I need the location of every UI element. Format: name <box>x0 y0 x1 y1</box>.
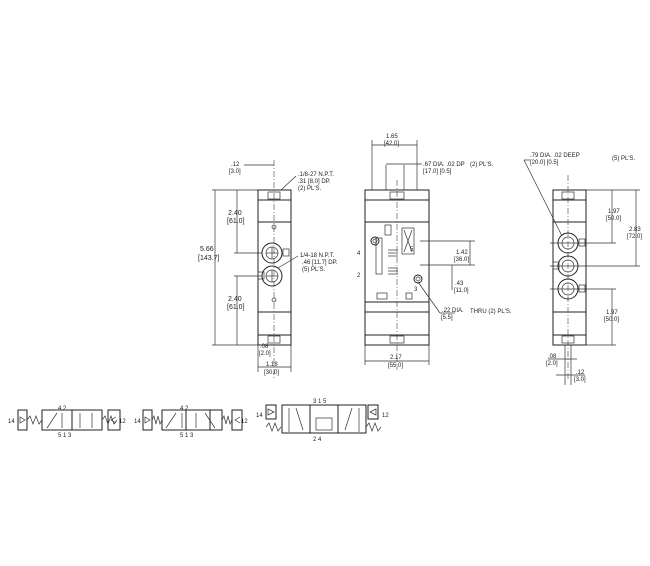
svg-text:[61.0]: [61.0] <box>227 304 245 311</box>
svg-text:4 2: 4 2 <box>180 406 189 412</box>
svg-text:THRU (2) PL'S.: THRU (2) PL'S. <box>470 309 512 315</box>
svg-text:.12: .12 <box>231 162 240 168</box>
svg-text:12: 12 <box>382 413 389 419</box>
svg-text:[20.0] [0.5]: [20.0] [0.5] <box>530 160 559 166</box>
svg-text:.22 DIA.: .22 DIA. <box>442 308 464 314</box>
svg-text:[72.0]: [72.0] <box>627 234 642 240</box>
svg-text:14: 14 <box>8 419 15 425</box>
svg-text:5: 5 <box>410 247 414 253</box>
svg-text:[61.0]: [61.0] <box>227 218 245 225</box>
svg-text:1.18: 1.18 <box>266 362 278 368</box>
mounting-hole <box>370 236 380 246</box>
svg-text:.46 [11.7] DP.: .46 [11.7] DP. <box>302 260 338 266</box>
label-plate <box>401 227 415 255</box>
svg-text:.08: .08 <box>548 354 557 360</box>
svg-text:2.40: 2.40 <box>228 210 242 217</box>
svg-text:.67 DIA. .02 DP: .67 DIA. .02 DP <box>423 162 465 168</box>
svg-text:2: 2 <box>357 273 361 279</box>
svg-text:(2) PL'S.: (2) PL'S. <box>298 186 321 192</box>
svg-text:5 1 3: 5 1 3 <box>180 433 194 439</box>
svg-text:4 2: 4 2 <box>58 406 67 412</box>
svg-text:4: 4 <box>357 251 361 257</box>
svg-text:1.42: 1.42 <box>456 250 468 256</box>
svg-text:1.97: 1.97 <box>606 310 618 316</box>
svg-text:12: 12 <box>119 419 126 425</box>
svg-text:[3.0]: [3.0] <box>229 169 241 175</box>
svg-text:3 1 5: 3 1 5 <box>313 399 327 405</box>
svg-text:[50.0]: [50.0] <box>606 216 621 222</box>
svg-text:[143.7]: [143.7] <box>198 255 219 262</box>
svg-text:(5) PL'S.: (5) PL'S. <box>612 156 635 162</box>
svg-text:[2.0]: [2.0] <box>259 351 271 357</box>
svg-text:1/4-18 N.P.T.: 1/4-18 N.P.T. <box>300 253 335 259</box>
side-view: 5.66 [143.7] 2.40 [61.0] 2.40 [61.0] .12… <box>198 160 338 380</box>
svg-text:.12: .12 <box>576 370 585 376</box>
svg-text:(2) PL'S.: (2) PL'S. <box>470 162 493 168</box>
valve-symbol-3: 14 12 3 1 5 2 4 <box>256 399 389 443</box>
svg-text:[5.5]: [5.5] <box>441 315 453 321</box>
svg-text:14: 14 <box>134 419 141 425</box>
valve-symbol-1: 14 12 4 2 5 1 3 <box>8 406 126 439</box>
svg-text:5 1 3: 5 1 3 <box>58 433 72 439</box>
svg-text:.79 DIA. .02 DEEP: .79 DIA. .02 DEEP <box>530 153 580 159</box>
svg-text:.1/8-27 N.P.T.: .1/8-27 N.P.T. <box>298 172 334 178</box>
mounting-hole <box>413 274 423 284</box>
front-view: 4 2 5 3 1.65 [42.0] .67 DIA. .02 DP [17.… <box>357 134 512 370</box>
side-view-body <box>257 189 292 346</box>
svg-text:[42.0]: [42.0] <box>384 141 399 147</box>
svg-text:3: 3 <box>414 287 418 293</box>
svg-text:[11.0]: [11.0] <box>454 288 469 294</box>
svg-text:1.65: 1.65 <box>386 134 398 140</box>
svg-text:[55.0]: [55.0] <box>388 363 403 369</box>
svg-text:[30.0]: [30.0] <box>264 370 279 376</box>
svg-text:[17.0] [0.5]: [17.0] [0.5] <box>423 169 452 175</box>
overall-height-dim: 5.66 <box>200 246 214 253</box>
svg-text:.08: .08 <box>260 344 269 350</box>
valve-symbol-2: 14 12 4 2 5 1 3 <box>134 406 248 439</box>
svg-text:(5) PL'S.: (5) PL'S. <box>302 267 325 273</box>
svg-text:[2.0]: [2.0] <box>546 361 558 367</box>
svg-text:2.83: 2.83 <box>629 227 641 233</box>
svg-text:.31 [8.0] DP.: .31 [8.0] DP. <box>298 179 331 185</box>
svg-text:2.40: 2.40 <box>228 296 242 303</box>
svg-text:[3.0]: [3.0] <box>574 377 586 383</box>
svg-text:14: 14 <box>256 413 263 419</box>
svg-text:[36.0]: [36.0] <box>454 257 469 263</box>
svg-text:1.97: 1.97 <box>608 209 620 215</box>
svg-text:[50.0]: [50.0] <box>604 317 619 323</box>
svg-text:2.17: 2.17 <box>390 355 402 361</box>
end-view: .79 DIA. .02 DEEP [20.0] [0.5] (5) PL'S.… <box>523 153 642 385</box>
svg-text:2 4: 2 4 <box>313 437 322 443</box>
svg-text:12: 12 <box>241 419 248 425</box>
svg-text:.43: .43 <box>455 281 464 287</box>
